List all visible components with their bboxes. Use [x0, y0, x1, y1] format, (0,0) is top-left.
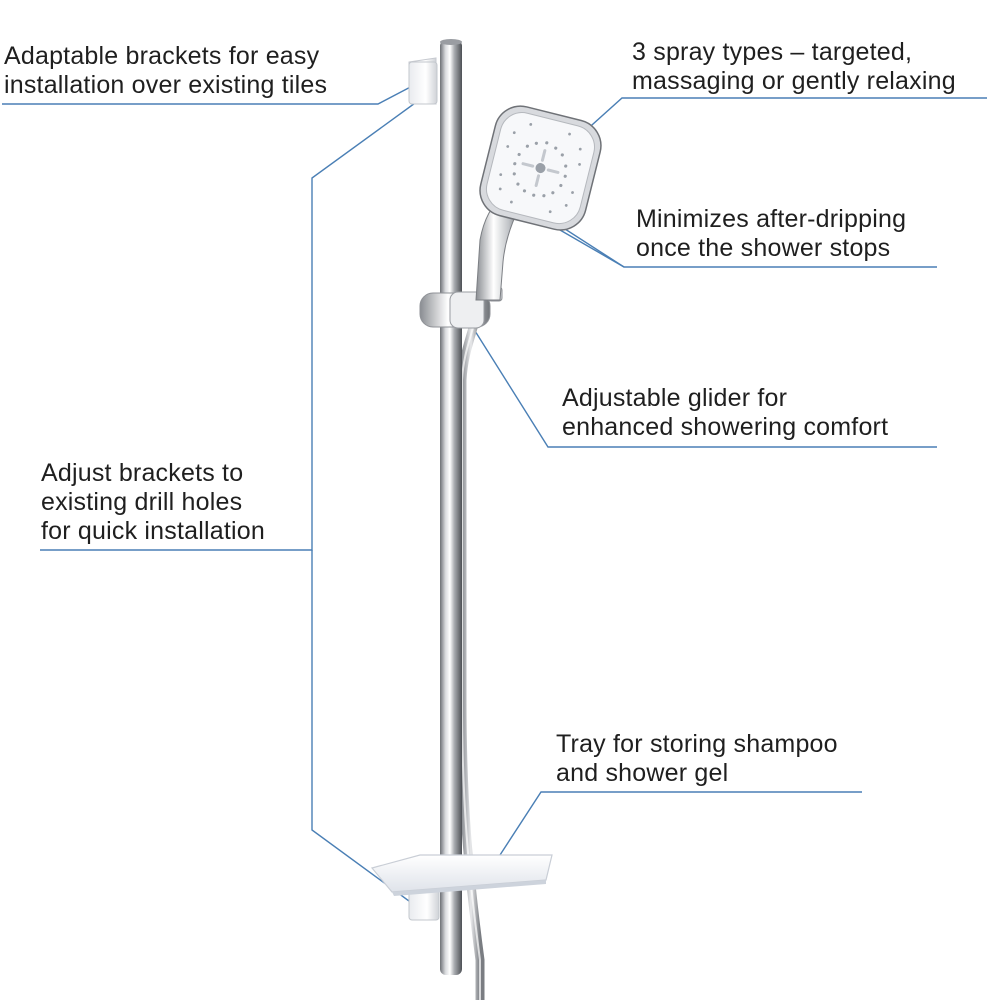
callout-brackets-top-line2: installation over existing tiles	[4, 71, 328, 99]
callout-tray-line1: Tray for storing shampoo	[556, 730, 838, 758]
callout-tray: Tray for storing shampoo and shower gel	[556, 730, 838, 788]
callout-spray-types-line1: 3 spray types – targeted,	[632, 38, 913, 66]
leader-brackets-top	[2, 81, 421, 105]
top-bracket	[408, 57, 438, 105]
shower-hose	[457, 295, 485, 1000]
handshower-head	[479, 105, 602, 231]
leader-tray	[499, 791, 862, 856]
callout-glider: Adjustable glider for enhanced showering…	[562, 384, 888, 442]
leader-brackets-adjust-lower	[311, 550, 425, 913]
rail-top-cap	[440, 39, 462, 45]
leader-glider	[469, 322, 937, 448]
shampoo-tray	[370, 854, 553, 896]
glider	[419, 286, 503, 329]
callout-brackets-adjust-line2: existing drill holes	[41, 488, 243, 516]
callout-spray-types: 3 spray types – targeted, massaging or g…	[632, 38, 956, 96]
leader-after-drip-2	[559, 229, 625, 268]
callout-brackets-top-line1: Adaptable brackets for easy	[4, 42, 320, 70]
callout-spray-types-line2: massaging or gently relaxing	[632, 67, 956, 95]
leader-lines	[2, 81, 987, 913]
callout-tray-line2: and shower gel	[556, 759, 729, 787]
leader-spray-types	[572, 97, 987, 143]
callout-glider-line2: enhanced showering comfort	[562, 413, 889, 441]
callout-after-drip: Minimizes after-dripping once the shower…	[636, 205, 906, 263]
callout-glider-line1: Adjustable glider for	[562, 384, 788, 412]
shower-hose-highlight	[461, 299, 481, 1000]
callout-brackets-adjust: Adjust brackets to existing drill holes …	[41, 459, 265, 546]
callout-brackets-adjust-line3: for quick installation	[41, 517, 265, 545]
callout-after-drip-line1: Minimizes after-dripping	[636, 205, 907, 233]
callout-brackets-top: Adaptable brackets for easy installation…	[4, 42, 327, 100]
callout-brackets-adjust-line1: Adjust brackets to	[41, 459, 244, 487]
shower-rail	[440, 40, 462, 975]
leader-brackets-adjust	[40, 97, 423, 551]
callout-after-drip-line2: once the shower stops	[636, 234, 891, 262]
